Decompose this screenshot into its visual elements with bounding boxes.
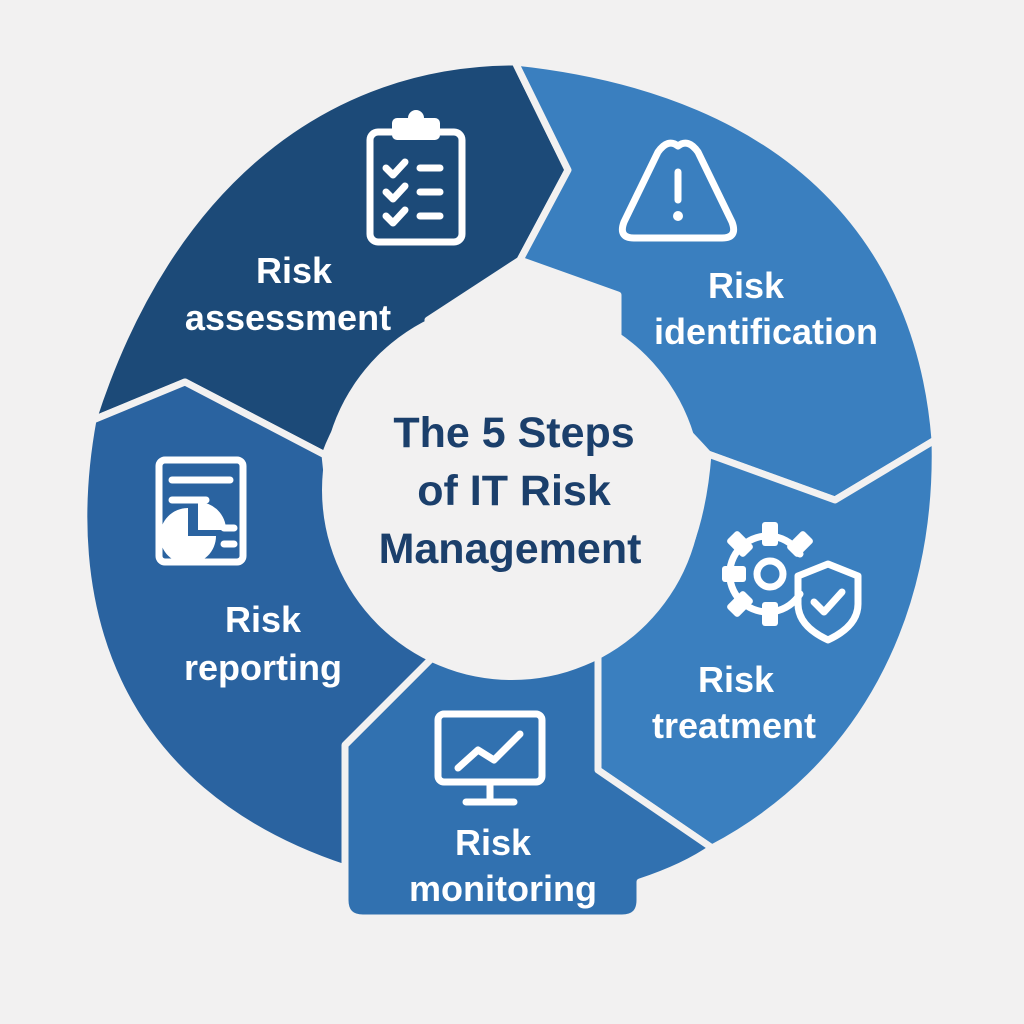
label-risk-assessment-1: Risk — [256, 250, 333, 291]
title-line-2: of IT Risk — [417, 467, 611, 515]
monitor-chart-icon — [434, 710, 546, 806]
title-line-3: Management — [379, 525, 642, 573]
label-risk-treatment-1: Risk — [698, 659, 775, 700]
label-risk-treatment-2: treatment — [652, 705, 816, 746]
warning-triangle-icon — [618, 139, 738, 242]
center-circle — [322, 300, 702, 680]
title-line-1: The 5 Steps — [393, 409, 634, 457]
label-risk-reporting-2: reporting — [184, 647, 342, 688]
label-risk-monitoring-2: monitoring — [409, 868, 597, 909]
label-risk-monitoring-1: Risk — [455, 822, 532, 863]
label-risk-identification-1: Risk — [708, 265, 785, 306]
clipboard-checklist-icon — [366, 110, 466, 246]
report-document-icon — [155, 456, 247, 566]
label-risk-reporting-1: Risk — [225, 599, 302, 640]
label-risk-assessment-2: assessment — [185, 297, 391, 338]
label-risk-identification-2: identification — [654, 311, 878, 352]
gear-shield-icon — [722, 522, 862, 644]
